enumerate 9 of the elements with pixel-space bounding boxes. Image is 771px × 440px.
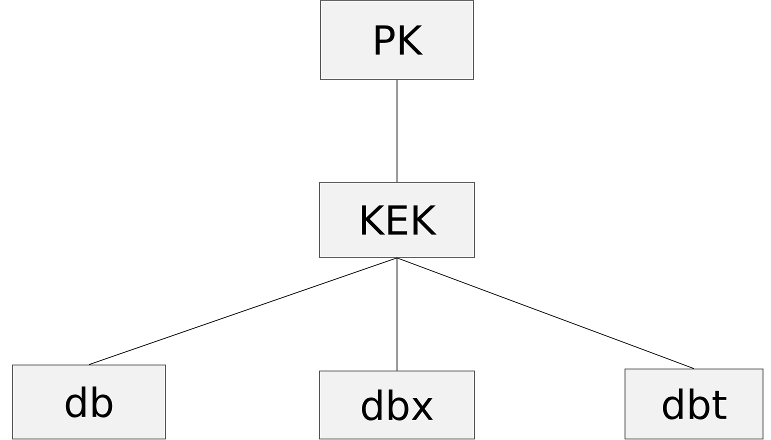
connector-line (396, 258, 398, 371)
text-box: dbt (624, 368, 764, 440)
connector-line (396, 80, 398, 182)
text-box: db (12, 364, 166, 440)
text-box: KEK (319, 182, 475, 258)
connector-line (396, 258, 694, 369)
connector-line (88, 258, 398, 365)
text-box: PK (320, 0, 474, 80)
text-box: dbx (319, 370, 475, 440)
